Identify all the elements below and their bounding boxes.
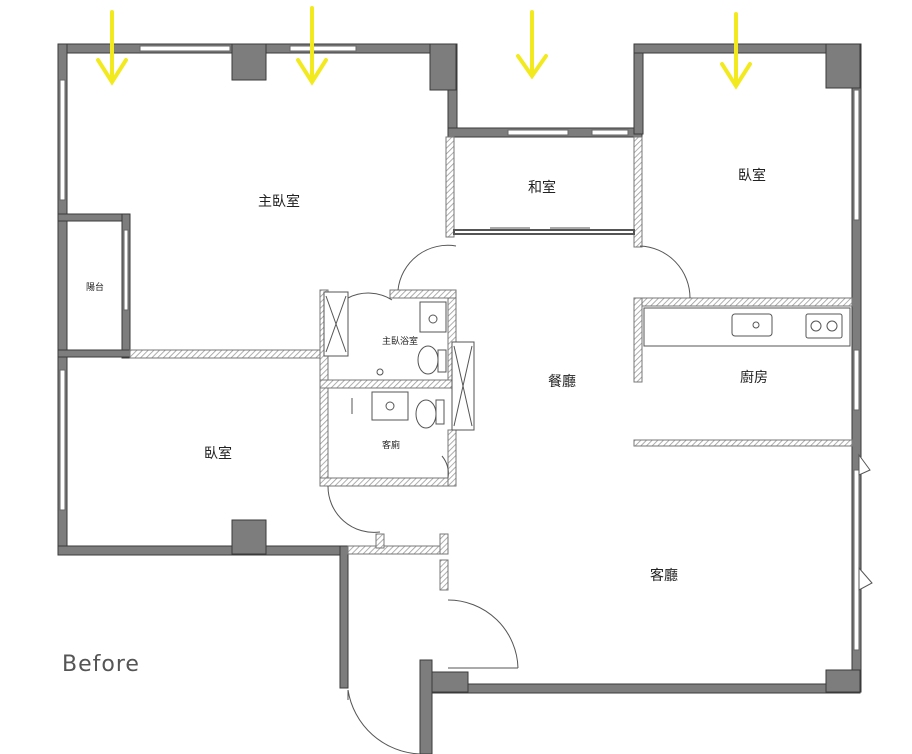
label-dining: 餐廳 bbox=[548, 373, 576, 390]
balcony-area bbox=[57, 213, 131, 359]
sun-arrow bbox=[516, 10, 548, 80]
label-bedroom-left: 臥室 bbox=[204, 445, 232, 462]
kitchen-counter bbox=[643, 307, 851, 347]
label-living: 客廳 bbox=[650, 567, 678, 584]
room-labels: 主臥室 陽台 和室 臥室 主臥浴室 餐廳 廚房 臥室 客廁 客廳 bbox=[86, 167, 768, 584]
label-washitsu: 和室 bbox=[528, 179, 556, 196]
bath-fixtures bbox=[351, 301, 447, 429]
label-kitchen: 廚房 bbox=[740, 369, 768, 386]
label-guest-bath: 客廁 bbox=[382, 439, 400, 451]
sun-arrow bbox=[96, 10, 128, 86]
sun-arrow bbox=[296, 6, 328, 86]
label-bedroom-right: 臥室 bbox=[738, 167, 766, 184]
interior-partitions bbox=[129, 136, 853, 591]
label-balcony: 陽台 bbox=[86, 281, 104, 293]
before-caption: Before bbox=[62, 652, 140, 677]
label-master-bedroom: 主臥室 bbox=[258, 193, 300, 210]
doors bbox=[327, 244, 691, 754]
columns bbox=[231, 43, 861, 693]
sun-arrow bbox=[720, 12, 752, 90]
windows bbox=[59, 45, 873, 651]
sun-arrows bbox=[96, 6, 752, 90]
wardrobes bbox=[323, 291, 475, 431]
label-master-bath: 主臥浴室 bbox=[382, 335, 418, 347]
